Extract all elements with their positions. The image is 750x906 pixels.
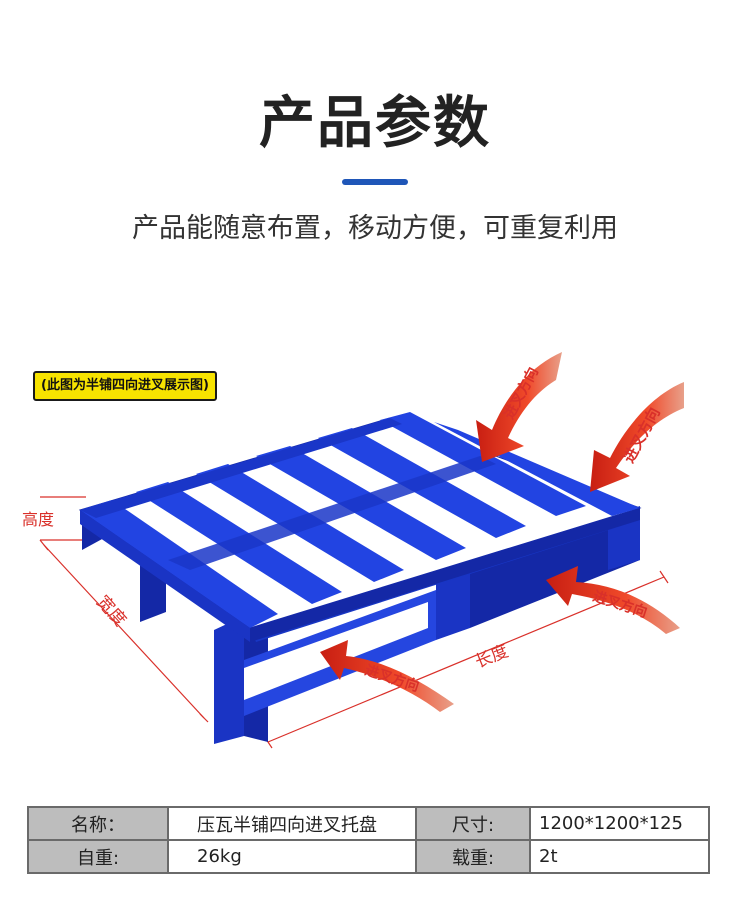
page-subtitle: 产品能随意布置，移动方便，可重复利用: [132, 213, 618, 244]
table-row: 自重: 26kg 载重: 2t: [27, 839, 710, 874]
load-key: 载重:: [415, 839, 531, 874]
diagram-note-badge: (此图为半铺四向进叉展示图): [33, 371, 217, 401]
name-value: 压瓦半铺四向进叉托盘: [167, 806, 417, 841]
height-label: 高度: [22, 510, 54, 529]
length-label: 长度: [472, 641, 511, 672]
load-value: 2t: [529, 839, 710, 874]
fork-arrow-right-top: 进叉方向: [590, 382, 684, 492]
table-row: 名称： 压瓦半铺四向进叉托盘 尺寸: 1200*1200*125: [27, 806, 710, 841]
name-key: 名称：: [27, 806, 169, 841]
weight-value: 26kg: [167, 839, 417, 874]
dimension-lines: [39, 496, 669, 749]
page-title: 产品参数: [259, 91, 491, 156]
pallet-diagram: 进叉方向 进叉方向 进叉方向 进叉方向 高度 宽度 长度: [22, 352, 684, 749]
fork-arrow-top: 进叉方向: [476, 352, 562, 462]
pallet: [78, 412, 642, 744]
weight-key: 自重:: [27, 839, 169, 874]
size-key: 尺寸:: [415, 806, 531, 841]
spec-table: 名称： 压瓦半铺四向进叉托盘 尺寸: 1200*1200*125 自重: 26k…: [27, 806, 710, 874]
title-underline: [342, 179, 408, 185]
size-value: 1200*1200*125: [529, 806, 710, 841]
fork-arrow-right: 进叉方向: [546, 566, 680, 634]
width-label: 宽度: [92, 592, 130, 631]
